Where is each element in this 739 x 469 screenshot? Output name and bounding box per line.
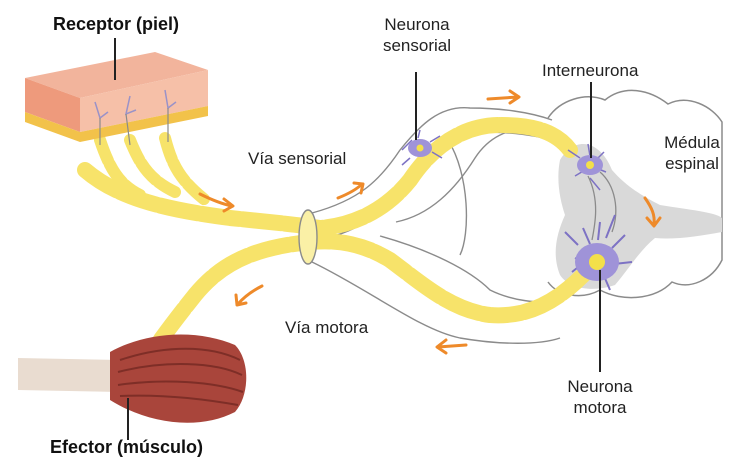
arrow-sensory-2 <box>338 183 363 198</box>
label-interneuron: Interneurona <box>542 60 638 81</box>
label-motor-pathway: Vía motora <box>285 317 368 338</box>
nerve-bundle <box>299 210 317 264</box>
label-motor-neuron-line2: motora <box>558 397 642 418</box>
arrow-sensory-3 <box>488 91 519 103</box>
arrow-motor-2 <box>236 286 262 305</box>
label-sensory-neuron: Neurona sensorial <box>376 14 458 56</box>
label-effector: Efector (músculo) <box>50 437 203 458</box>
arrow-motor-1 <box>437 340 466 353</box>
label-spinal-cord-line2: espinal <box>656 153 728 174</box>
skin-block <box>25 52 208 145</box>
label-motor-neuron-line1: Neurona <box>558 376 642 397</box>
label-sensory-neuron-line1: Neurona <box>376 14 458 35</box>
label-motor-neuron: Neurona motora <box>558 376 642 418</box>
label-spinal-cord: Médula espinal <box>656 132 728 174</box>
label-spinal-cord-line1: Médula <box>656 132 728 153</box>
muscle-effector <box>18 335 246 423</box>
label-sensory-pathway: Vía sensorial <box>248 148 346 169</box>
label-receptor: Receptor (piel) <box>53 14 179 35</box>
label-sensory-neuron-line2: sensorial <box>376 35 458 56</box>
sensory-pathway <box>85 125 570 228</box>
spinal-cord <box>548 90 722 297</box>
